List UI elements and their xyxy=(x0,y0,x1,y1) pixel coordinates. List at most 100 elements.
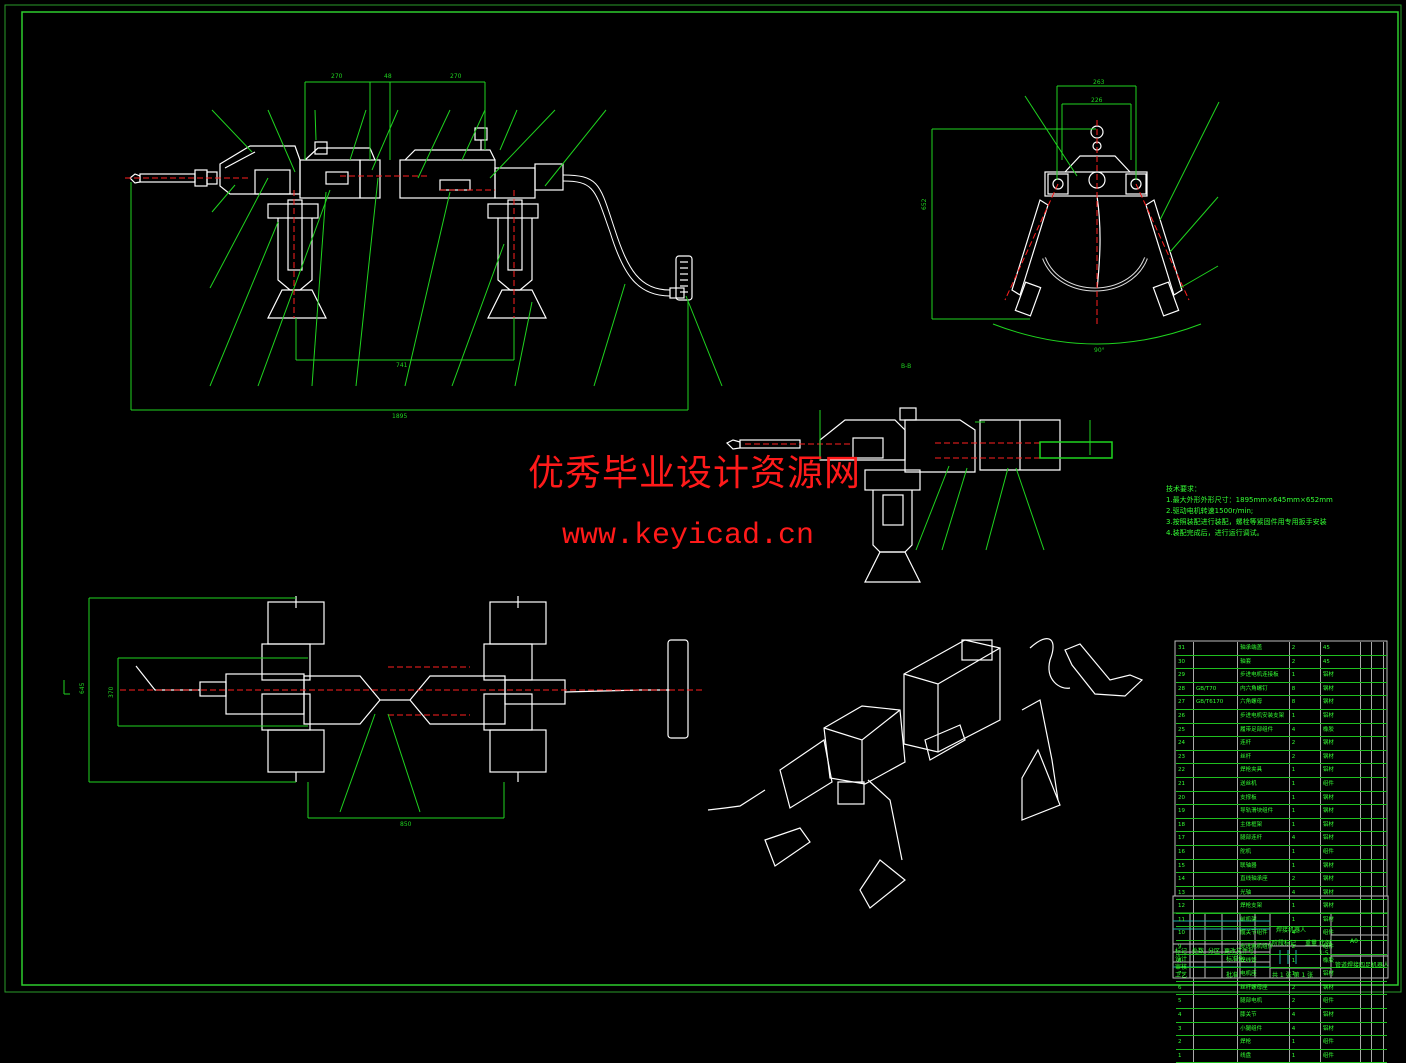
bom-cell-empty xyxy=(1384,656,1387,669)
bom-cell-material: 铝材 xyxy=(1321,832,1362,845)
bom-cell-empty xyxy=(1372,873,1385,886)
bom-cell-no: 7 xyxy=(1176,968,1194,981)
bom-cell-empty xyxy=(1361,913,1372,927)
bom-cell-empty xyxy=(1361,900,1372,913)
bom-cell-material: 铝材 xyxy=(1321,818,1362,832)
bom-cell-qty: 1 xyxy=(1290,791,1321,805)
bom-cell-name: 主体框架 xyxy=(1238,818,1290,832)
partial-view-dimensions xyxy=(819,410,1113,551)
bom-cell-empty xyxy=(1361,1036,1372,1049)
bom-cell-code xyxy=(1194,1009,1239,1022)
bom-cell-qty: 1 xyxy=(1290,913,1321,927)
bom-cell-no: 4 xyxy=(1176,1009,1194,1022)
bom-cell-qty: 2 xyxy=(1290,655,1321,669)
bom-cell-empty xyxy=(1361,723,1372,737)
bom-cell-empty xyxy=(1361,968,1372,981)
bom-cell-empty xyxy=(1372,1022,1385,1036)
bom-cell-qty: 4 xyxy=(1290,1022,1321,1036)
top-view-labels: 645 370 850 xyxy=(79,682,412,828)
bom-cell-no: 16 xyxy=(1176,845,1194,859)
svg-text:270: 270 xyxy=(331,73,343,80)
title-block-label-weight: 重量 xyxy=(1305,940,1318,947)
bom-cell-empty xyxy=(1361,764,1372,777)
bom-cell-empty xyxy=(1361,981,1372,995)
bom-cell-no: 6 xyxy=(1176,981,1194,995)
bom-cell-name: 线盘 xyxy=(1238,1049,1290,1063)
title-block-label-approve: 批准 xyxy=(1226,972,1239,979)
technical-requirement-2: 2.驱动电机转速1500r/min; xyxy=(1166,507,1254,515)
bom-cell-no: 26 xyxy=(1176,709,1194,723)
svg-text:370: 370 xyxy=(108,686,115,698)
bom-cell-qty: 4 xyxy=(1290,832,1321,845)
bom-cell-empty xyxy=(1372,709,1385,723)
bom-cell-no: 29 xyxy=(1176,669,1194,682)
title-block-label-change: 更改文件号 xyxy=(1224,948,1255,955)
svg-text:226: 226 xyxy=(1091,97,1103,104)
bom-cell-empty xyxy=(1361,791,1372,805)
title-block-label-scale: 比例 xyxy=(1319,940,1332,947)
bom-cell-name: 直线轴承座 xyxy=(1238,873,1290,886)
front-view-dimensions xyxy=(130,81,723,411)
title-block-subtitle: 管道焊接四足机器人 xyxy=(1335,962,1390,969)
bom-cell-name: 支撑板 xyxy=(1238,791,1290,805)
bom-cell-code xyxy=(1194,737,1239,750)
technical-requirements-title: 技术要求： xyxy=(1166,485,1201,493)
bom-cell-material: 组件 xyxy=(1321,941,1362,954)
bom-cell-code xyxy=(1194,913,1239,927)
bom-cell-empty xyxy=(1361,682,1372,696)
bom-cell-material: 钢材 xyxy=(1321,886,1362,900)
bom-cell-empty xyxy=(1372,764,1385,777)
title-block-label-process: 工艺 xyxy=(1175,972,1188,979)
bom-cell-empty xyxy=(1372,818,1385,832)
bom-cell-name: 电机座 xyxy=(1238,968,1290,981)
watermark-url: www.keyicad.cn xyxy=(562,519,815,553)
bom-cell-empty xyxy=(1372,750,1385,764)
bom-cell-empty xyxy=(1384,819,1387,832)
bom-cell-qty: 1 xyxy=(1290,845,1321,859)
bom-cell-empty xyxy=(1361,1022,1372,1036)
bom-cell-no: 15 xyxy=(1176,859,1194,873)
bom-cell-empty xyxy=(1372,723,1385,737)
bom-cell-code xyxy=(1194,655,1239,669)
bom-cell-qty: 1 xyxy=(1290,1036,1321,1049)
bom-cell-qty: 1 xyxy=(1290,764,1321,777)
bom-cell-material: 橡胶 xyxy=(1321,723,1362,737)
bom-cell-empty xyxy=(1384,805,1387,818)
bom-cell-qty: 2 xyxy=(1290,750,1321,764)
bom-cell-material: 组件 xyxy=(1321,845,1362,859)
bom-cell-qty: 8 xyxy=(1290,682,1321,696)
bom-cell-qty: 2 xyxy=(1290,941,1321,954)
bom-cell-empty xyxy=(1372,682,1385,696)
front-view xyxy=(129,127,693,319)
bom-cell-empty xyxy=(1361,859,1372,873)
bom-cell-name: 前机架 xyxy=(1238,913,1290,927)
bom-cell-qty: 1 xyxy=(1290,859,1321,873)
bom-cell-material: 钢材 xyxy=(1321,981,1362,995)
bom-cell-no: 10 xyxy=(1176,927,1194,941)
bom-cell-code xyxy=(1194,669,1239,682)
bom-cell-no: 17 xyxy=(1176,832,1194,845)
bom-cell-material: 铝材 xyxy=(1321,764,1362,777)
bom-cell-empty xyxy=(1384,764,1387,777)
bom-cell-qty: 1 xyxy=(1290,709,1321,723)
bom-cell-empty xyxy=(1384,792,1387,805)
bom-cell-empty xyxy=(1361,886,1372,900)
bom-cell-material: 铝材 xyxy=(1321,1022,1362,1036)
bom-cell-code xyxy=(1194,805,1239,818)
bom-cell-no: 27 xyxy=(1176,696,1194,709)
bom-cell-qty: 4 xyxy=(1290,886,1321,900)
bom-cell-code xyxy=(1194,777,1239,791)
bom-cell-material: 45 xyxy=(1321,642,1362,655)
bom-cell-empty xyxy=(1361,777,1372,791)
bom-cell-code xyxy=(1194,832,1239,845)
bom-cell-name: 导轨滑块组件 xyxy=(1238,805,1290,818)
bom-cell-code xyxy=(1194,954,1239,968)
